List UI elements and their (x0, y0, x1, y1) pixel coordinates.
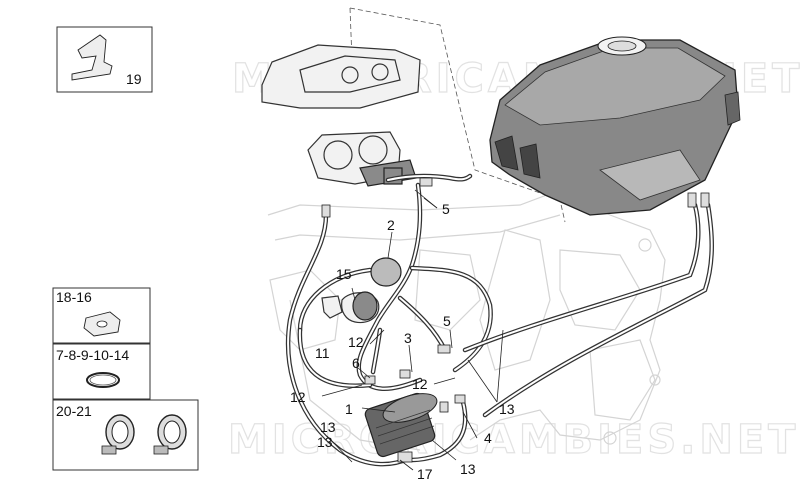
pump-cover-part (341, 291, 380, 324)
callout-13c: 13 (320, 419, 336, 435)
hose-fittings (321, 177, 710, 463)
callout-labels: 1 2 3 4 5 5 6 11 12 12 12 13 13 13 13 15… (290, 201, 515, 482)
callout-17: 17 (417, 466, 433, 482)
callout-13a: 13 (499, 401, 515, 417)
callout-5b: 5 (443, 313, 451, 329)
inset-box-19: 19 (56, 26, 153, 93)
fuel-hoses (285, 173, 714, 467)
inset-box-18-16: 18-16 (52, 287, 151, 344)
callout-15: 15 (336, 266, 352, 282)
callout-13d: 13 (317, 434, 333, 450)
fuel-tank-part (489, 36, 741, 216)
callout-12a: 12 (348, 334, 364, 350)
callout-6: 6 (352, 355, 360, 371)
inset-label-19: 19 (126, 71, 142, 87)
inset-box-20-21: 20-21 (52, 399, 199, 471)
callout-5a: 5 (442, 201, 450, 217)
callout-3: 3 (404, 330, 412, 346)
inset-label-7-14: 7-8-9-10-14 (56, 347, 129, 363)
fuel-filter-part (364, 392, 438, 458)
callout-12b: 12 (290, 389, 306, 405)
throttle-body-part (307, 131, 417, 187)
callout-4: 4 (484, 430, 492, 446)
inset-box-7-14: 7-8-9-10-14 (52, 343, 151, 400)
watermark-bottom: MICRORICAMBIES.NET (228, 417, 799, 463)
callout-1: 1 (345, 401, 353, 417)
callout-leaders (321, 189, 504, 471)
inset-label-18-16: 18-16 (56, 289, 92, 305)
bracket-part (321, 295, 343, 319)
callout-12c: 12 (412, 376, 428, 392)
airbox-part (261, 44, 421, 109)
callout-13b: 13 (460, 461, 476, 477)
inset-label-20-21: 20-21 (56, 403, 92, 419)
gasket-part (370, 257, 402, 287)
callout-11: 11 (315, 345, 330, 361)
callout-2: 2 (387, 217, 395, 233)
